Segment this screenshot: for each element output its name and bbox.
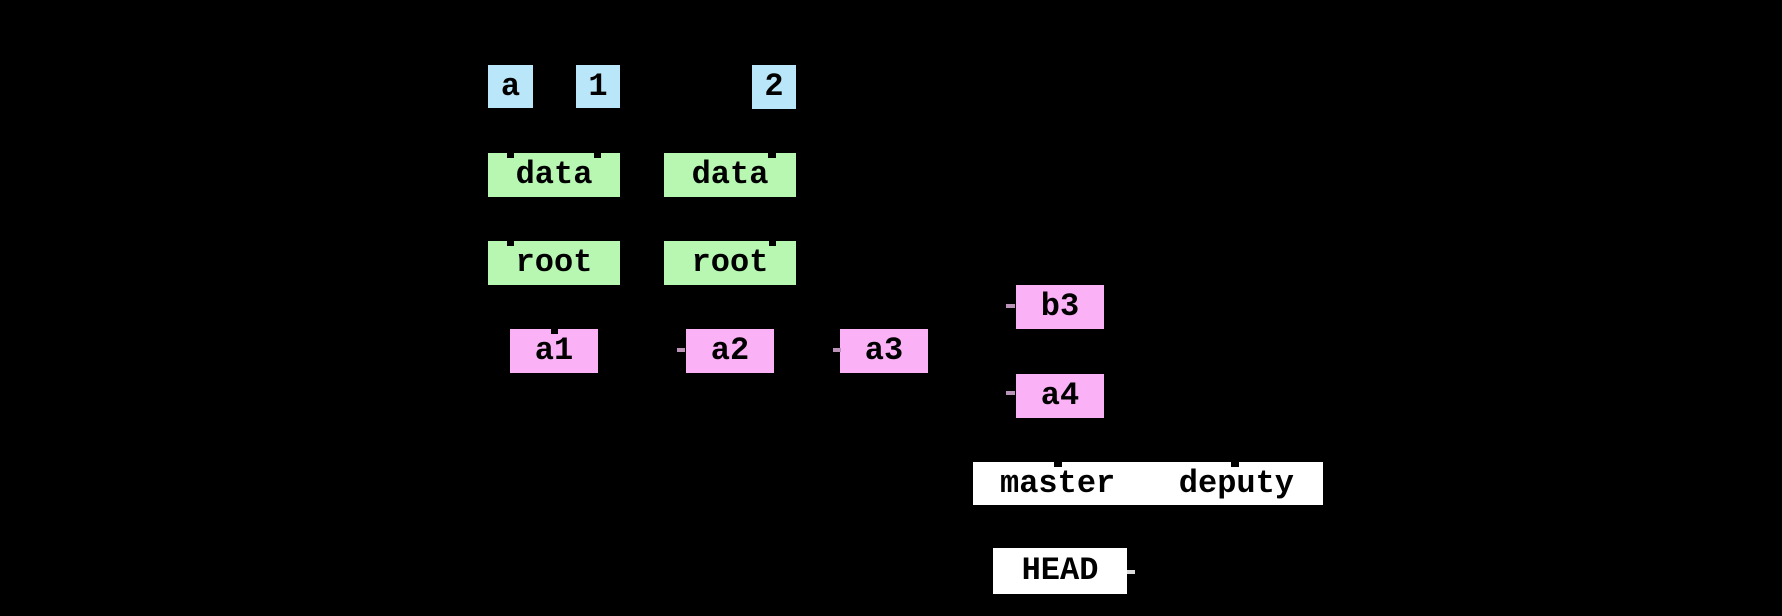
arrow-stub [507,241,514,246]
branch-bar: master deputy [973,462,1323,505]
arrow-stub [1006,304,1015,308]
arrow-stub [769,241,776,246]
node-root-1: root [488,241,620,285]
arrow-stub [507,153,514,158]
arrow-stub [768,153,776,158]
arrow-stub [594,153,601,158]
node-a4: a4 [1016,374,1104,418]
blue-square-1: 1 [576,65,620,108]
node-data-1: data [488,153,620,197]
node-a3: a3 [840,329,928,373]
arrow-stub [1127,570,1135,574]
blue-square-a: a [488,65,533,108]
node-data-2: data [664,153,796,197]
arrow-stub [551,329,558,334]
blue-square-2: 2 [752,65,796,109]
head-box: HEAD [993,548,1127,594]
node-root-2: root [664,241,796,285]
branch-label-master: master [1000,464,1116,502]
arrow-stub [1006,391,1015,395]
node-a2: a2 [686,329,774,373]
arrow-stub [1054,462,1062,467]
branch-label-deputy: deputy [1178,464,1294,502]
arrow-stub [677,348,685,352]
node-b3: b3 [1016,285,1104,329]
arrow-stub [833,348,841,352]
node-a1: a1 [510,329,598,373]
arrow-stub [1231,462,1239,467]
